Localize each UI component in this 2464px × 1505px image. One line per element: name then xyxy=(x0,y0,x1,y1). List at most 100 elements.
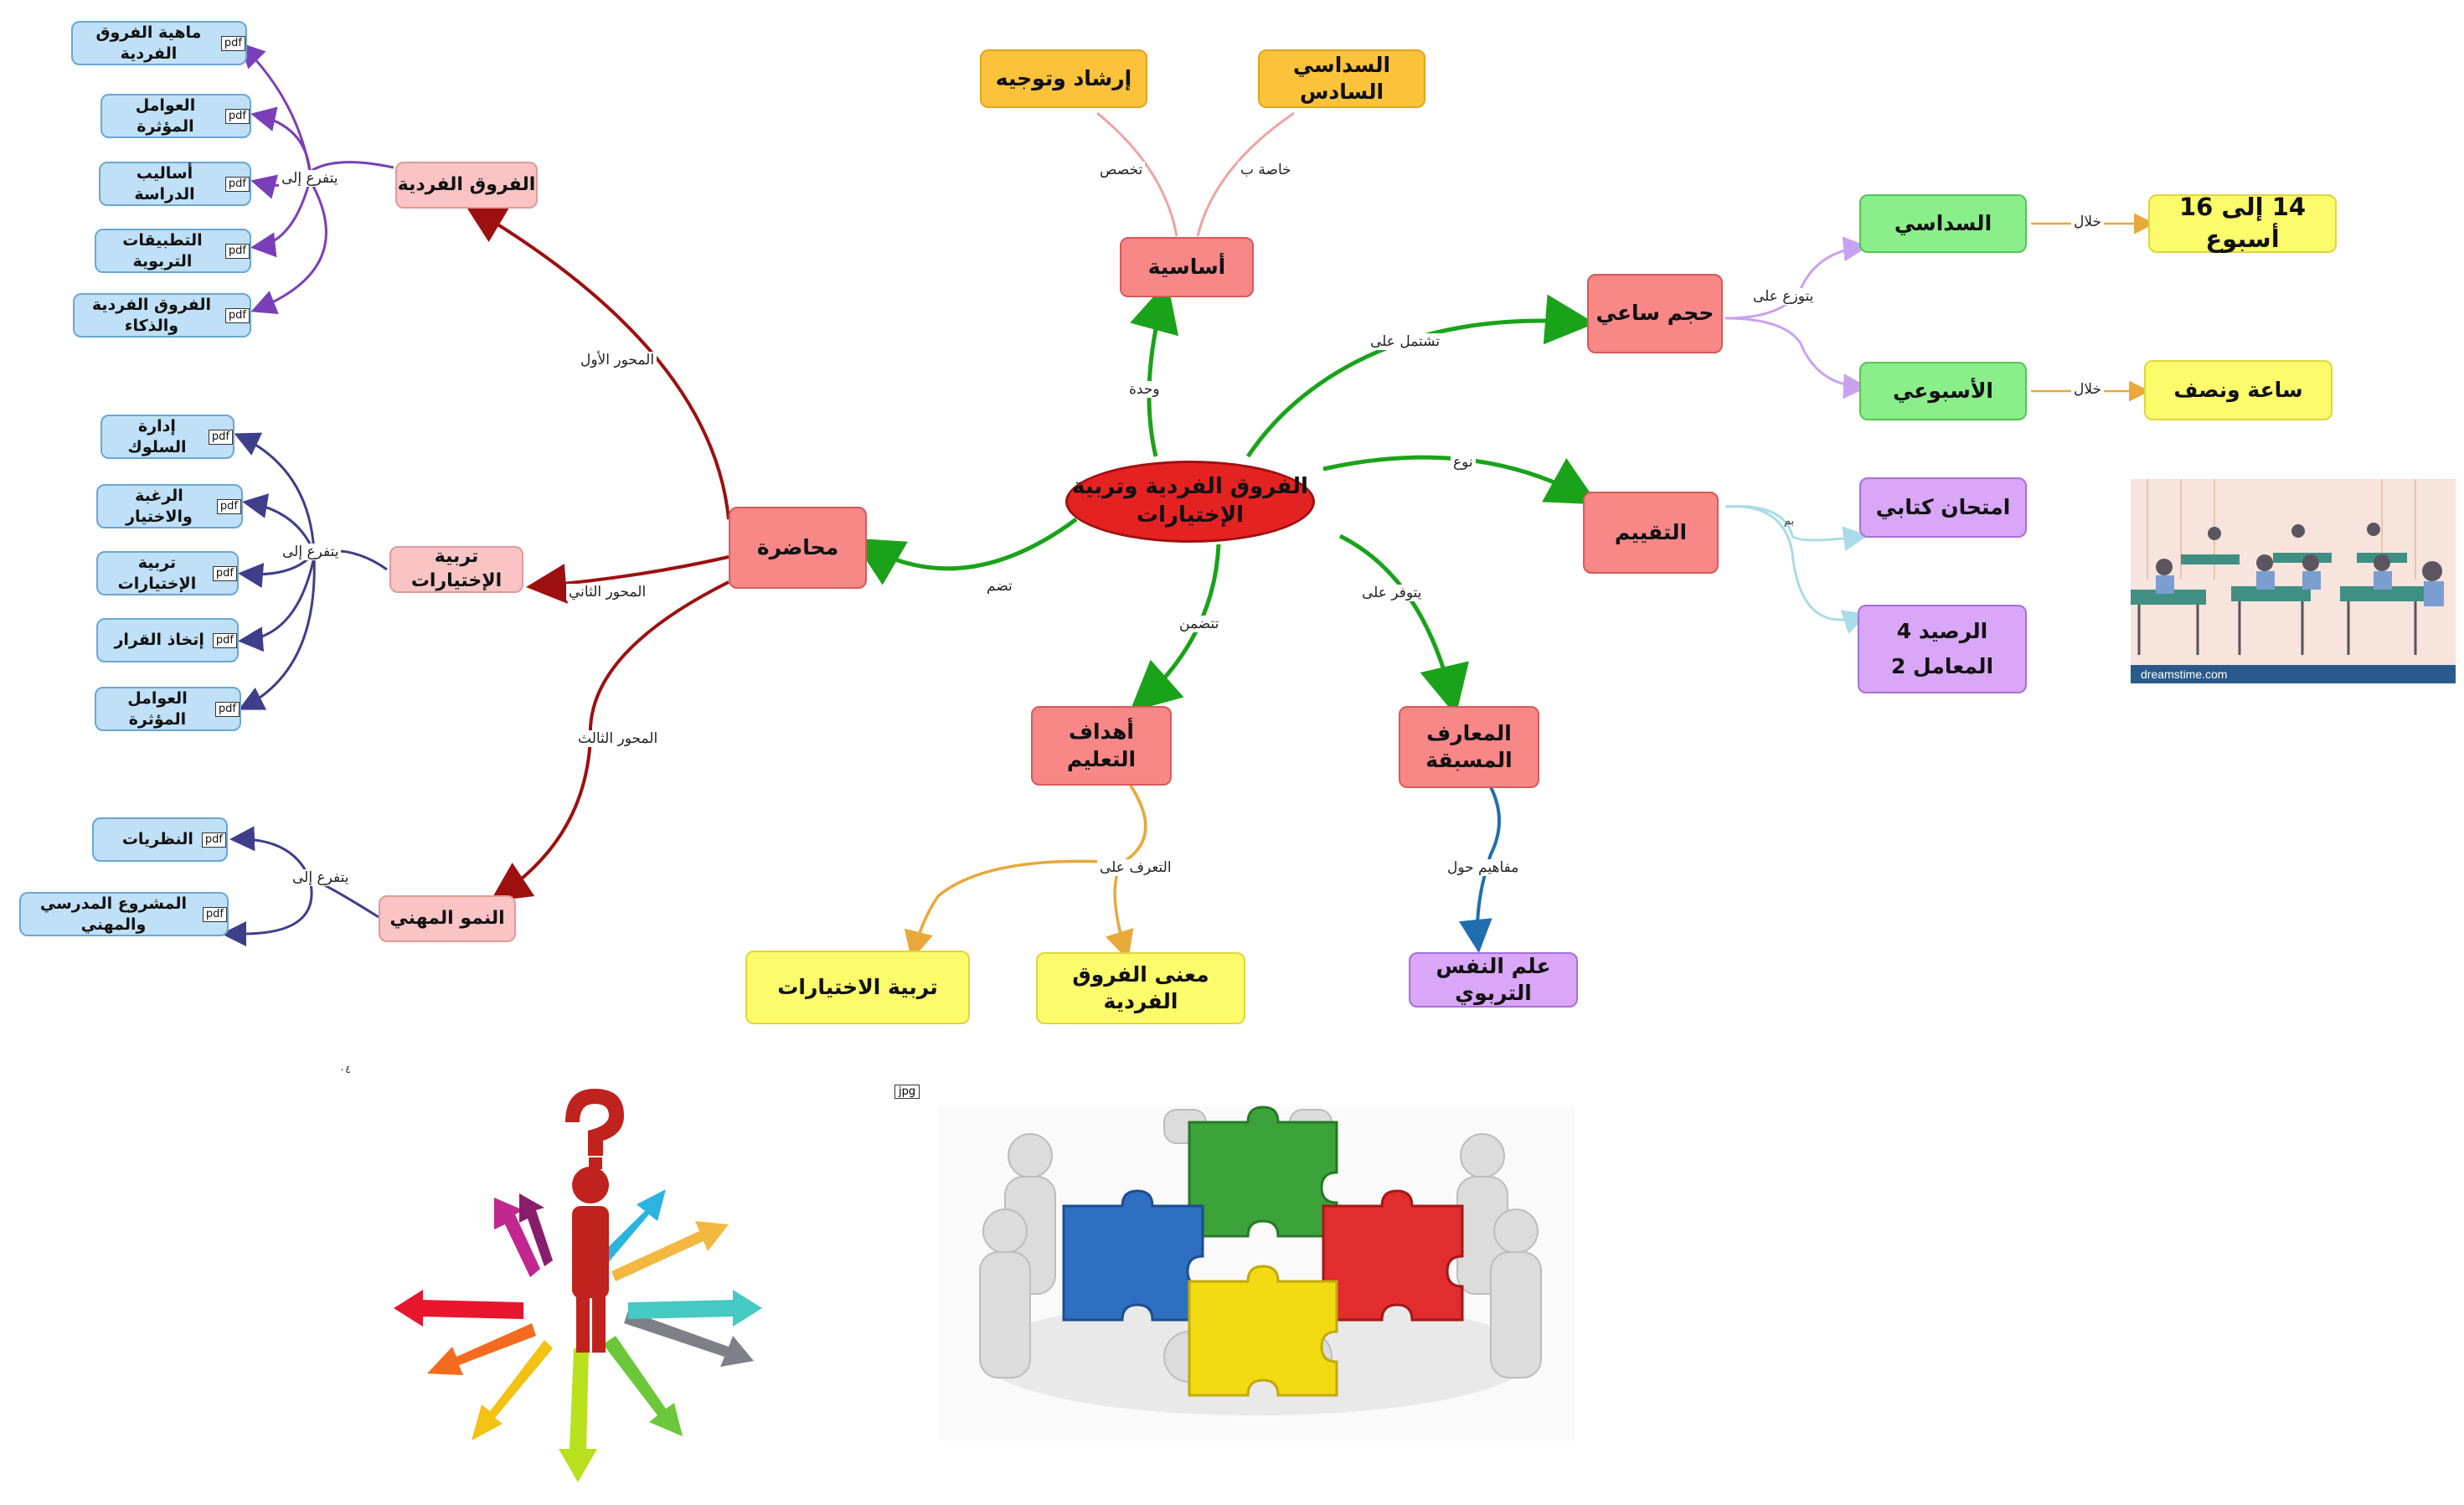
leaf-furuq-2[interactable]: أساليب الدراسة pdf xyxy=(99,162,251,206)
pdf-icon[interactable]: pdf xyxy=(224,243,250,259)
label-mafahim: مفاهيم حول xyxy=(1445,859,1522,876)
label-mihwar-2: المحور الثاني xyxy=(566,584,649,600)
central-topic[interactable]: الفروق الفردية وتربية الإختيارات xyxy=(1065,461,1315,543)
edge-taqyim-exam xyxy=(1724,504,1869,552)
node-exam[interactable]: امتحان كتابي xyxy=(1859,477,2027,538)
label-yatafarra-2: يتفرع إلى xyxy=(280,544,342,560)
edge-center-maarif xyxy=(1338,533,1469,716)
puzzle-teamwork-image[interactable]: jpg xyxy=(894,1085,1575,1441)
node-muhadara[interactable]: محاضرة xyxy=(729,507,867,589)
jpg-tag: jpg xyxy=(894,1085,920,1099)
leaf-furuq-0[interactable]: ماهية الفروق الفردية pdf xyxy=(71,21,247,65)
node-tarbiya-ikh[interactable]: تربية الاختيارات xyxy=(745,951,970,1024)
leaf-tarbiya-4[interactable]: العوامل المؤثرة pdf xyxy=(95,687,241,731)
edge-center-hajm xyxy=(1245,294,1595,458)
pdf-icon[interactable]: pdf xyxy=(201,832,226,848)
label-mihwar-3: المحور الثالث xyxy=(575,730,661,747)
label-mihwar-1: المحور الأول xyxy=(578,352,657,369)
leaf-label: المشروع المدرسي والمهني xyxy=(39,894,188,934)
node-asasiya[interactable]: أساسية xyxy=(1120,237,1254,297)
pdf-icon[interactable]: pdf xyxy=(212,565,237,581)
label-wahda: وحدة xyxy=(1126,381,1162,398)
leaf-label: ماهية الفروق الفردية xyxy=(95,23,202,63)
edge-asasiya-sadis xyxy=(1196,111,1295,237)
node-sadis[interactable]: السداسي السادس xyxy=(1258,49,1425,108)
label-naw: نوع xyxy=(1451,454,1476,471)
edge-center-muhadara xyxy=(852,517,1078,585)
leaf-numuw-1[interactable]: المشروع المدرسي والمهني pdf xyxy=(19,892,229,936)
edge-center-asasiya xyxy=(1130,281,1179,457)
node-sudasi[interactable]: السداسي xyxy=(1859,194,2027,253)
label-tadumm: تضم xyxy=(984,578,1015,595)
leaf-tarbiya-0[interactable]: إدارة السلوك pdf xyxy=(101,415,235,459)
classroom-illustration: dreamstime.com xyxy=(2131,479,2456,683)
node-numuw[interactable]: النمو المهني xyxy=(379,895,516,942)
node-hajm[interactable]: حجم ساعي xyxy=(1587,274,1723,353)
image-tag-2: ٠٤ xyxy=(339,1064,351,1076)
label-khilal-2: خلال xyxy=(2071,381,2105,398)
edge-muhadara-tarbiya xyxy=(526,555,729,604)
node-ilm[interactable]: علم النفس التربوي xyxy=(1409,952,1578,1008)
exam-classroom-image[interactable]: ٠٤ dreamstime.com xyxy=(2131,479,2456,683)
pdf-icon[interactable]: pdf xyxy=(212,632,237,648)
leaf-numuw-0[interactable]: النظريات pdf xyxy=(92,817,228,862)
label-yatafarra-3: يتفرع إلى xyxy=(290,869,352,886)
node-ahdaf[interactable]: أهداف التعليم xyxy=(1031,706,1172,786)
pdf-icon[interactable]: pdf xyxy=(202,906,227,922)
leaf-label: تربية الإختيارات xyxy=(117,553,197,593)
muamil-text: المعامل 2 xyxy=(1890,654,1994,678)
node-maarif[interactable]: المعارف المسبقة xyxy=(1399,706,1539,788)
pdf-icon[interactable]: pdf xyxy=(224,108,250,124)
edge-hajm-sudasi xyxy=(1724,236,1869,320)
node-mana[interactable]: معنى الفروق الفردية xyxy=(1036,952,1245,1024)
node-furuq[interactable]: الفروق الفردية xyxy=(395,162,538,209)
leaf-label: الفروق الفردية والذكاء xyxy=(91,295,211,335)
label-khilal-1: خلال xyxy=(2071,214,2105,230)
edge-ahdaf-tarbiya xyxy=(904,785,1147,961)
leaf-label: الرغبة والاختيار xyxy=(126,486,193,526)
leaf-label: العوامل المؤثرة xyxy=(127,688,188,729)
leaf-furuq-3[interactable]: التطبيقات التربوية pdf xyxy=(95,229,251,273)
leaf-label: النظريات xyxy=(121,830,193,849)
edge-taqyim-rasid xyxy=(1724,505,1869,634)
label-yatawazza: يتوزع على xyxy=(1750,288,1817,305)
label-yatawaffar: يتوفر على xyxy=(1359,585,1425,601)
node-tarbiya[interactable]: تربية الإختيارات xyxy=(389,546,523,593)
label-khassa: خاصة ب xyxy=(1238,162,1294,178)
node-taqyim[interactable]: التقييم xyxy=(1583,492,1719,574)
leaf-label: العوامل المؤثرة xyxy=(135,95,196,136)
pdf-icon[interactable]: pdf xyxy=(208,429,233,445)
label-tatadamman: تتضمن xyxy=(1177,616,1222,632)
rasid-text: الرصيد 4 xyxy=(1896,618,1988,643)
leaf-label: التطبيقات التربوية xyxy=(122,230,203,271)
small-tag-bm: بم xyxy=(1784,515,1795,528)
edge-asasiya-irshad xyxy=(1096,111,1178,237)
node-hours[interactable]: ساعة ونصف xyxy=(2144,360,2333,420)
decision-arrows-image[interactable]: ٠٤ xyxy=(339,1064,854,1491)
arrows-illustration xyxy=(394,1089,762,1482)
node-irshad[interactable]: إرشاد وتوجيه xyxy=(980,49,1147,108)
label-taarruf: التعرف على xyxy=(1097,859,1174,876)
puzzle-illustration xyxy=(979,1106,1542,1415)
node-usbui[interactable]: الأسبوعي xyxy=(1859,362,2027,420)
pdf-icon[interactable]: pdf xyxy=(224,176,250,192)
label-yatafarra-1: يتفرع إلى xyxy=(279,170,341,187)
pdf-icon[interactable]: pdf xyxy=(224,307,250,323)
leaf-label: أساليب الدراسة xyxy=(134,163,195,204)
leaf-furuq-4[interactable]: الفروق الفردية والذكاء pdf xyxy=(73,293,251,338)
label-tashtamil: تشتمل على xyxy=(1368,333,1443,350)
leaf-tarbiya-3[interactable]: إتخاذ القرار pdf xyxy=(96,618,239,662)
edge-maarif-ilm xyxy=(1458,786,1501,953)
pdf-icon[interactable]: pdf xyxy=(216,498,241,514)
pdf-icon[interactable]: pdf xyxy=(220,35,245,51)
leaf-label: إدارة السلوك xyxy=(127,416,187,456)
leaf-tarbiya-1[interactable]: الرغبة والاختيار pdf xyxy=(96,484,243,528)
photo-caption: dreamstime.com xyxy=(2141,667,2227,681)
leaf-label: إتخاذ القرار xyxy=(114,631,204,650)
leaf-furuq-1[interactable]: العوامل المؤثرة pdf xyxy=(101,94,251,138)
leaf-tarbiya-2[interactable]: تربية الإختيارات pdf xyxy=(96,551,239,595)
node-weeks[interactable]: 14 إلى 16 أسبوع xyxy=(2148,193,2337,253)
edge-hajm-usbui xyxy=(1724,317,1869,399)
pdf-icon[interactable]: pdf xyxy=(214,701,240,717)
node-rasid-muamil[interactable]: الرصيد 4 المعامل 2 xyxy=(1858,605,2027,693)
